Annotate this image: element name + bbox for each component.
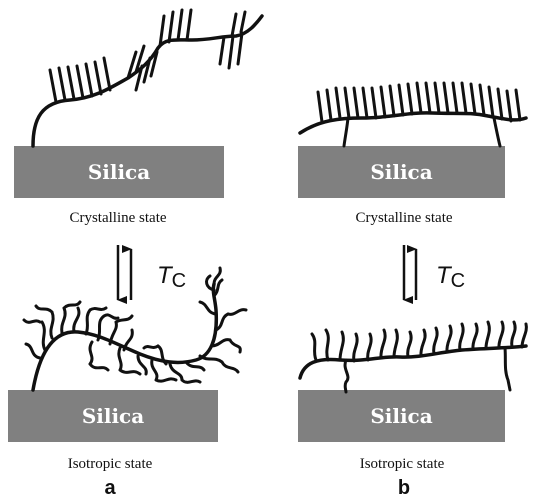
panel-a-isotropic-backbone	[33, 284, 216, 390]
panel-b-crystalline-anchors	[344, 118, 500, 146]
panel-a-crystalline-side-chains	[50, 10, 245, 102]
panel-b-isotropic-backbone	[300, 346, 526, 378]
panel-a-crystalline-backbone	[33, 16, 262, 146]
